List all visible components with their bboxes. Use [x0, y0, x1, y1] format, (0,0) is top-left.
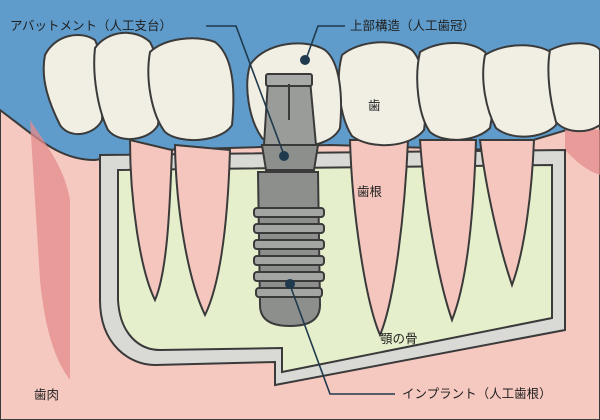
tooth-crown-5: [416, 42, 495, 141]
tooth-root-4: [418, 139, 478, 323]
tooth-root-2: [173, 143, 232, 318]
tooth-crown-1: [42, 34, 104, 135]
label-root: 歯根: [357, 185, 383, 199]
leader-dots: [279, 55, 310, 289]
implant-threads: [253, 207, 325, 298]
leader-crown: [304, 25, 345, 63]
leader-lines: [206, 25, 395, 395]
tooth-crown-7: [547, 42, 600, 133]
tooth-crown-2: [93, 31, 161, 141]
leader-abutment: [206, 25, 285, 156]
label-tooth: 歯: [368, 99, 381, 113]
label-gum: 歯肉: [34, 388, 60, 402]
tooth-root-3: [348, 139, 410, 338]
label-crown: 上部構造（人工歯冠）: [350, 19, 476, 33]
label-implant: インプラント（人工歯根）: [402, 387, 552, 401]
label-abutment: アバットメント（人工支台）: [10, 19, 173, 33]
label-jawbone: 顎の骨: [380, 332, 418, 346]
tooth-crown-4: [337, 41, 427, 147]
tooth-root-5: [478, 139, 536, 288]
tooth-root-1: [128, 138, 174, 303]
leader-implant: [289, 284, 395, 395]
abutment-collar: [260, 144, 320, 171]
gum-margin-right: [565, 120, 600, 175]
tooth-crown-6: [482, 44, 562, 138]
tooth-crown-3: [147, 37, 235, 142]
gum-margin-left: [30, 120, 70, 380]
